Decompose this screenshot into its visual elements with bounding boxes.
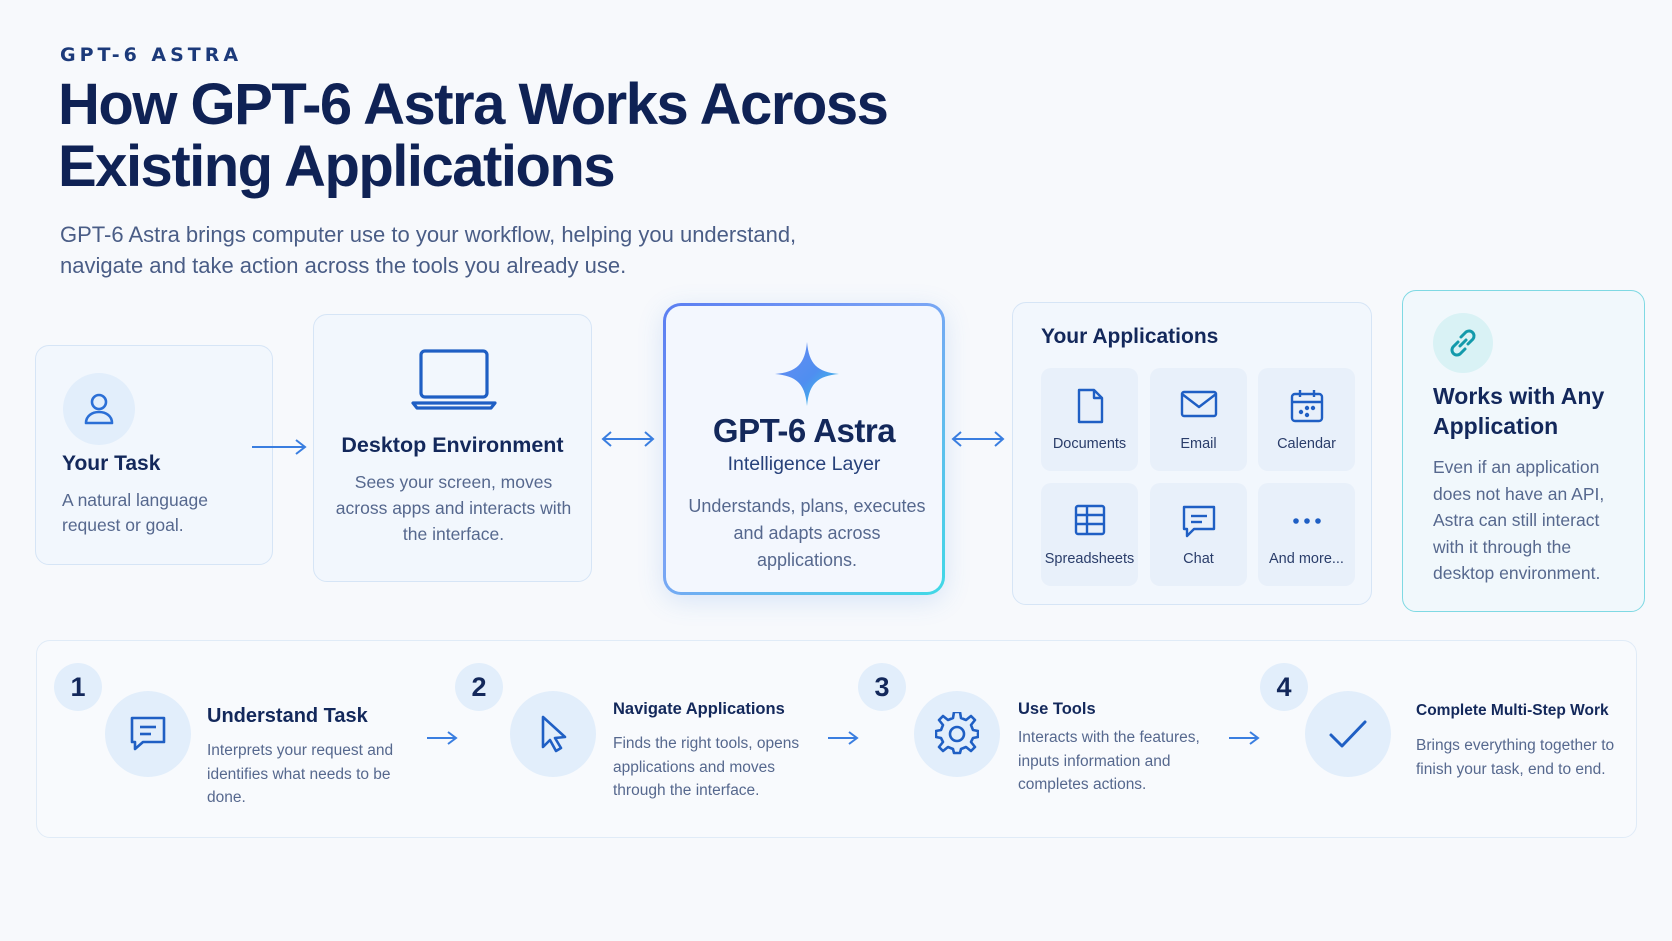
app-tile-documents[interactable]: Documents [1041,368,1138,471]
bidirectional-arrow-icon [601,431,655,447]
desktop-environment-description: Sees your screen, moves across apps and … [335,472,572,544]
calendar-icon [1258,388,1355,424]
checkmark-icon [1305,691,1391,777]
process-steps-panel: 1 Understand Task Interprets your reques… [36,640,1637,838]
arrow-right-icon [828,731,859,745]
step-description: Interacts with the features, inputs info… [1018,729,1200,793]
your-task-title: Your Task [62,452,161,475]
astra-description: Understands, plans, executes and adapts … [688,496,926,570]
works-with-description: Even if an application does not have an … [1433,457,1605,583]
step-title: Complete Multi-Step Work [1416,702,1609,719]
arrow-right-icon [252,439,307,455]
desktop-environment-card: Desktop Environment Sees your screen, mo… [313,314,592,582]
email-icon [1150,388,1247,420]
app-tile-more[interactable]: And more... [1258,483,1355,586]
your-applications-card: Your Applications Documents Email [1012,302,1372,605]
user-icon [63,373,135,445]
app-tile-spreadsheets[interactable]: Spreadsheets [1041,483,1138,586]
app-label: Calendar [1277,436,1336,452]
your-task-description: A natural language request or goal. [62,490,208,535]
spreadsheet-icon [1041,503,1138,537]
chat-bubble-icon [105,691,191,777]
app-label: Email [1180,436,1217,452]
astra-intelligence-card: GPT-6 Astra Intelligence Layer Understan… [663,303,945,595]
your-applications-title: Your Applications [1041,325,1219,348]
app-tile-chat[interactable]: Chat [1150,483,1247,586]
app-label: And more... [1269,551,1344,567]
desktop-environment-title: Desktop Environment [341,433,564,457]
cursor-icon [510,691,596,777]
arrow-right-icon [1229,731,1260,745]
eyebrow-label: GPT-6 ASTRA [60,44,243,66]
more-icon [1258,503,1355,539]
page-title: How GPT-6 Astra Works Across Existing Ap… [58,72,889,199]
your-task-card: Your Task A natural language request or … [35,345,273,565]
sparkle-icon [773,340,841,413]
step-number: 4 [1260,663,1308,711]
app-label: Documents [1052,436,1127,452]
step-title: Navigate Applications [613,700,785,718]
arrow-right-icon [427,731,458,745]
step-description: Finds the right tools, opens application… [613,735,800,799]
step-title: Use Tools [1018,700,1096,718]
app-tile-calendar[interactable]: Calendar [1258,368,1355,471]
page-subtitle: GPT-6 Astra brings computer use to your … [60,222,797,278]
step-title: Understand Task [207,705,368,727]
bidirectional-arrow-icon [951,431,1005,447]
step-description: Brings everything together to finish you… [1416,737,1615,778]
step-number: 2 [455,663,503,711]
app-label: Chat [1183,551,1214,567]
document-icon [1041,388,1138,424]
app-label: Spreadsheets [1044,551,1135,567]
works-with-title: Works with Any Application [1433,383,1605,439]
astra-subtitle: Intelligence Layer [727,453,881,475]
gear-icon [914,691,1000,777]
step-number: 3 [858,663,906,711]
step-number: 1 [54,663,102,711]
laptop-icon [411,347,497,416]
astra-title: GPT-6 Astra [712,412,896,449]
works-with-any-app-card: Works with Any Application Even if an ap… [1402,290,1645,612]
chat-icon [1150,503,1247,539]
app-tile-email[interactable]: Email [1150,368,1247,471]
link-icon [1433,313,1493,373]
step-description: Interprets your request and identifies w… [207,742,394,806]
